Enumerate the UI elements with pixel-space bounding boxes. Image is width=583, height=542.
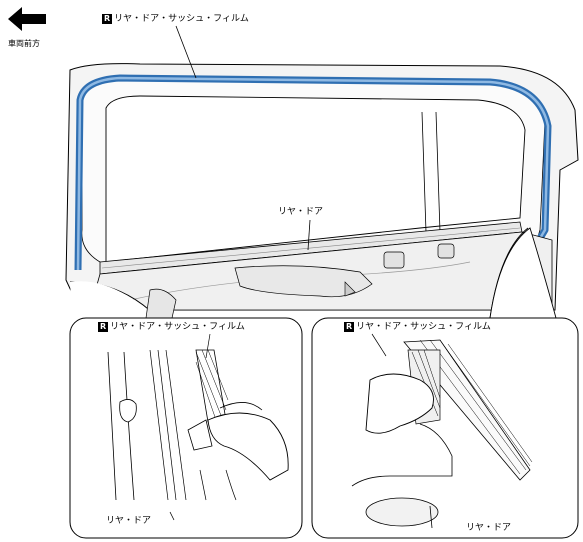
right-rear-door-label: リヤ・ドア (466, 523, 512, 533)
rh-badge-right: R (344, 322, 355, 332)
rh-badge-left: R (98, 322, 109, 332)
arrow-left-icon (8, 7, 46, 31)
vehicle-front-label: 車両前方 (8, 39, 40, 48)
rh-badge: R (102, 14, 113, 24)
main-rear-door-label: リヤ・ドア (278, 207, 324, 217)
left-detail-panel (69, 317, 303, 539)
left-rear-door-label: リヤ・ドア (106, 516, 152, 526)
right-detail-panel (311, 317, 579, 539)
